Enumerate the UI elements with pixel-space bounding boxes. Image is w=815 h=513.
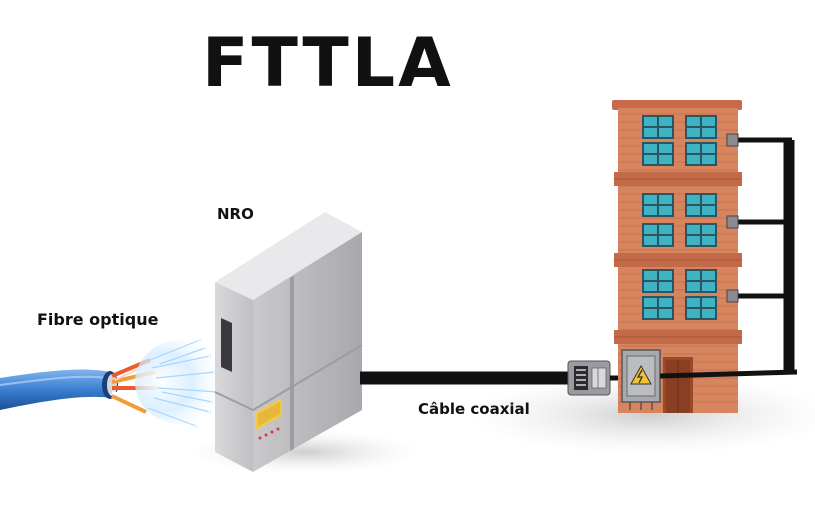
building-window: [685, 296, 717, 320]
building-window: [685, 269, 717, 293]
fiber-optic-cable-icon: [0, 338, 225, 428]
building-window: [685, 115, 717, 139]
building-window: [642, 269, 674, 293]
cable-coaxial-label: Câble coaxial: [418, 400, 530, 418]
building-window: [685, 142, 717, 166]
page-title: FTTLA: [202, 24, 454, 103]
server-cabinet-icon: [214, 212, 363, 472]
riser-cabling: [659, 133, 798, 379]
apartment-building-icon: [612, 100, 742, 413]
electrical-box-icon: [621, 349, 661, 410]
building-window: [642, 193, 674, 217]
fibre-optique-label: Fibre optique: [37, 310, 159, 329]
building-window: [642, 223, 674, 247]
building-window: [642, 296, 674, 320]
building-window: [642, 115, 674, 139]
building-window: [685, 223, 717, 247]
nro-label: NRO: [217, 205, 254, 223]
building-window: [642, 142, 674, 166]
building-window: [685, 193, 717, 217]
coaxial-connector-icon: [567, 360, 622, 396]
